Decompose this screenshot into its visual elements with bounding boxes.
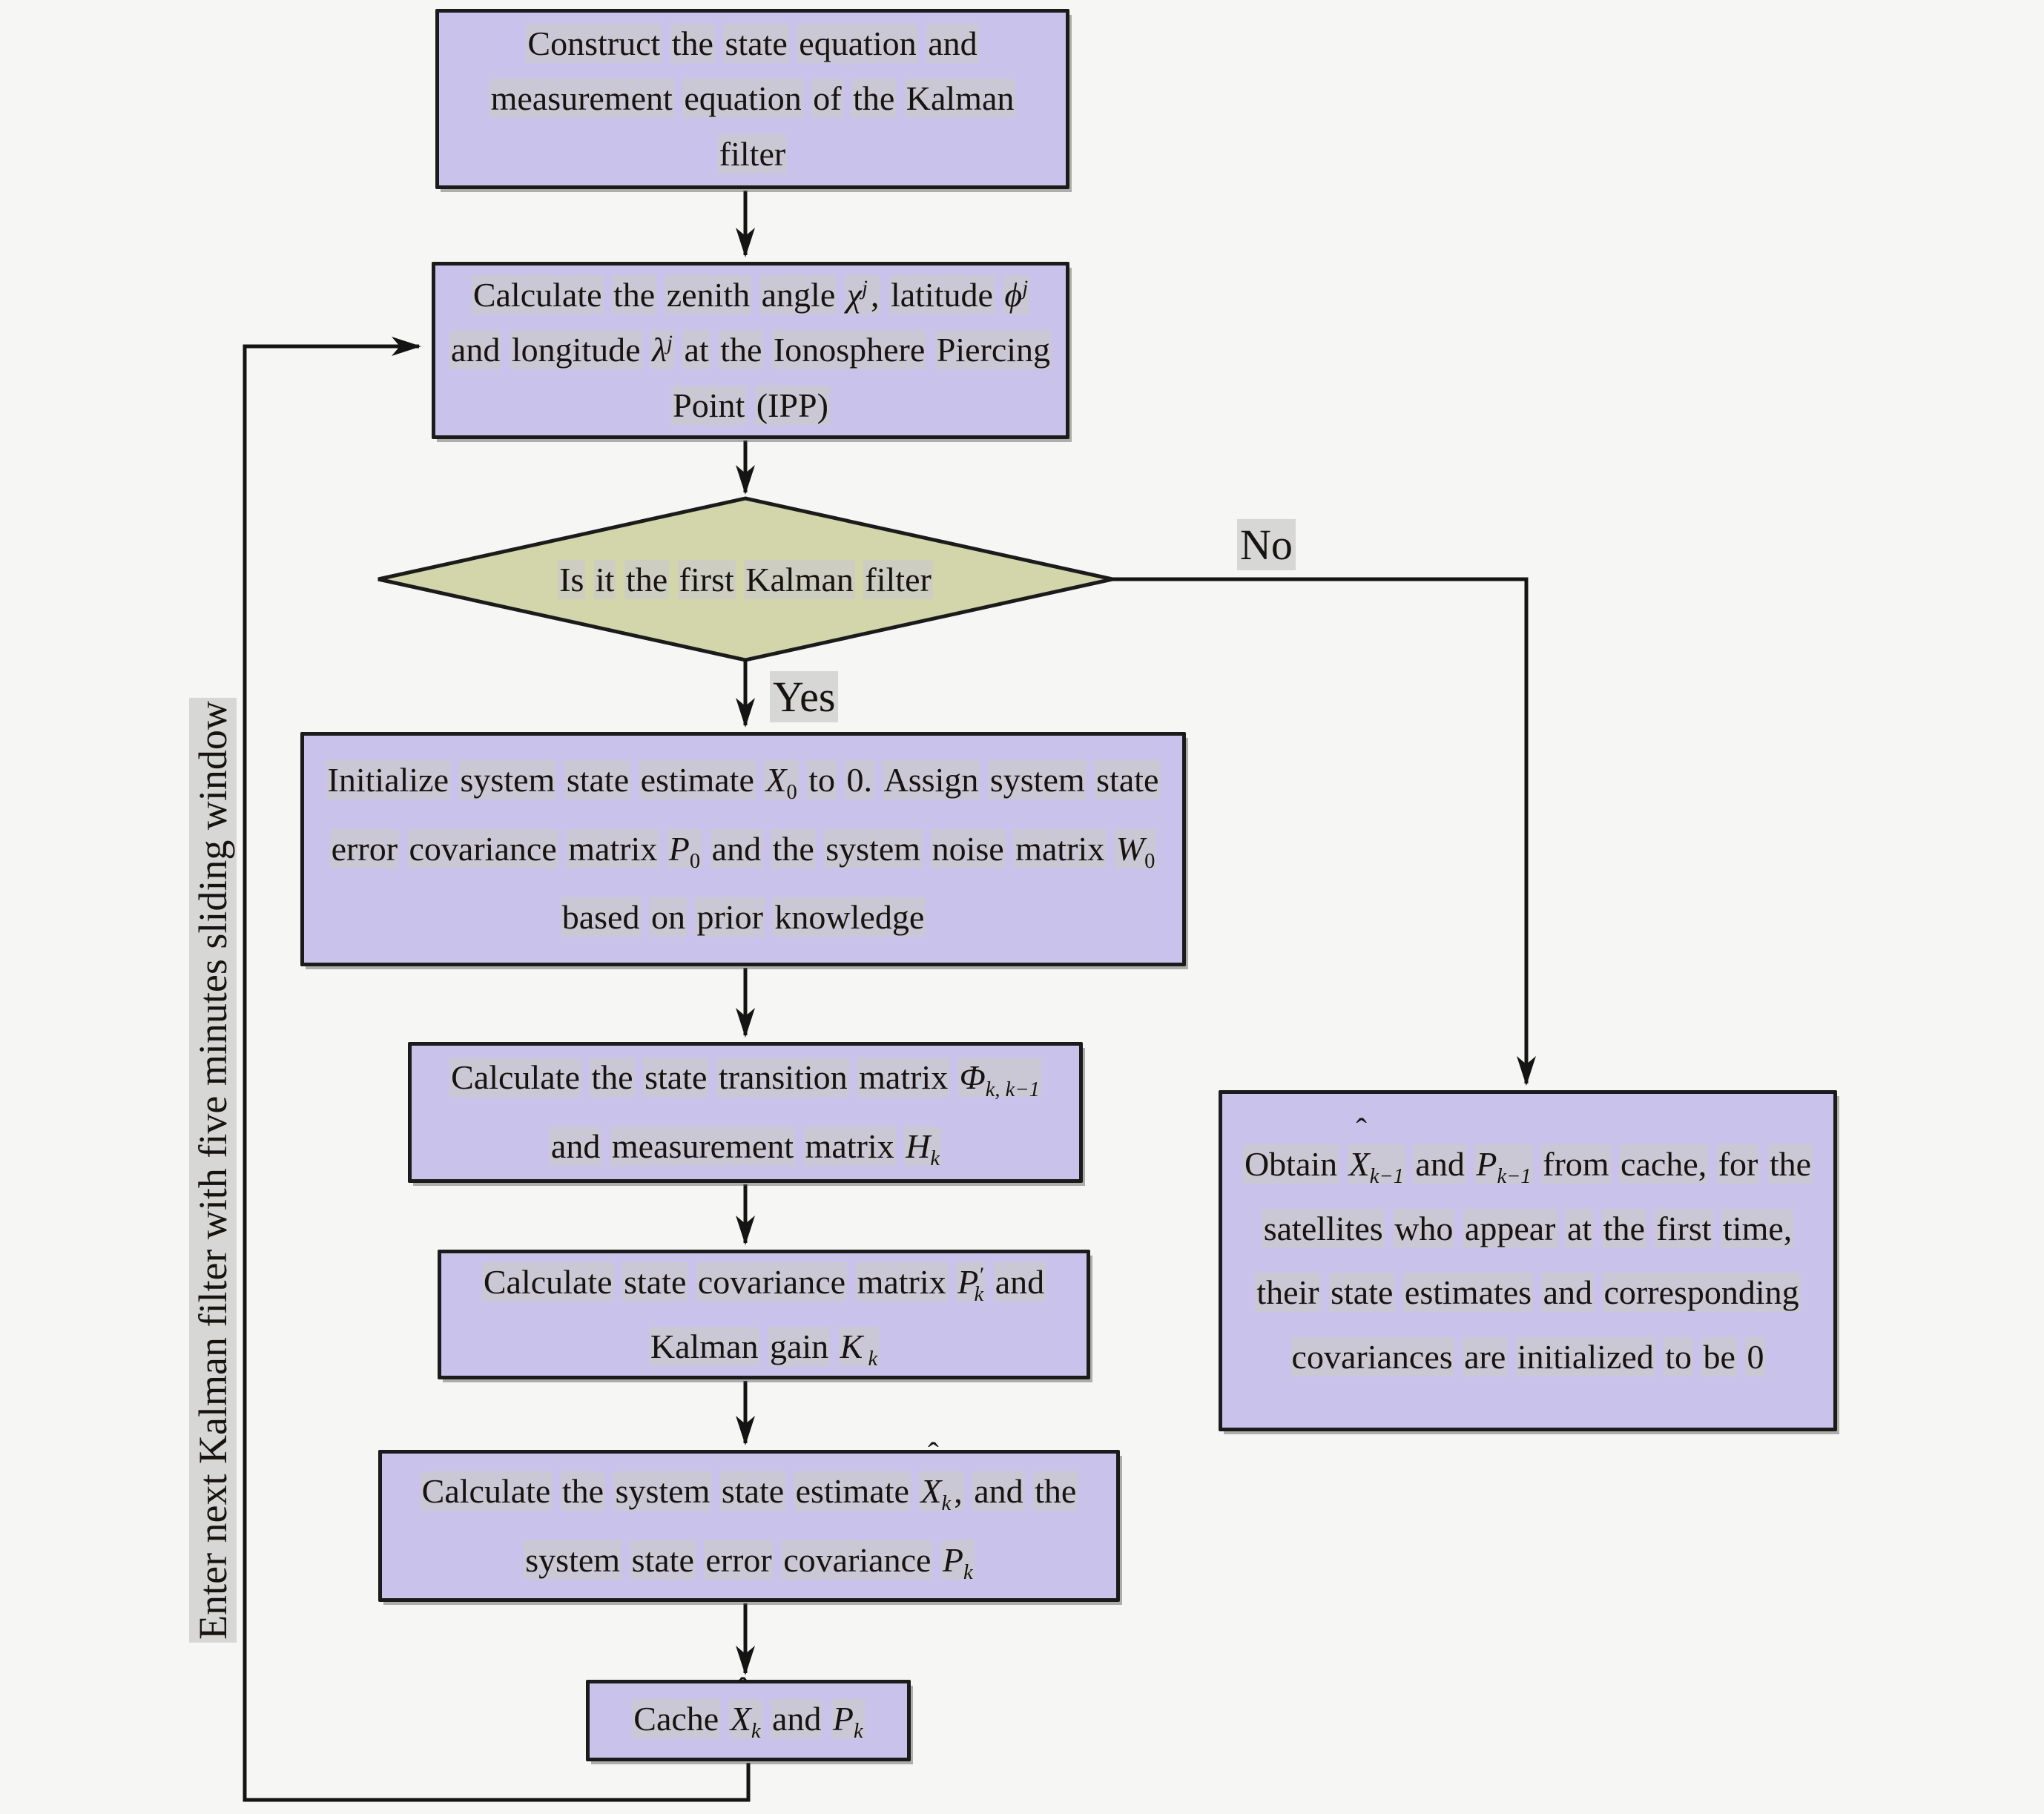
flow-box-transition-matrix: Calculate the state transition matrix Φk… bbox=[408, 1042, 1083, 1183]
flow-box-ipp-angles: Calculate the zenith angle χj, latitude … bbox=[432, 262, 1069, 439]
flow-box-covariance-gain: Calculate state covariance matrix P′k an… bbox=[438, 1250, 1090, 1379]
arrow-decision-no bbox=[1112, 577, 1536, 1086]
decision-diamond-label: Is it the first Kalman filter bbox=[558, 559, 933, 599]
arrow-feedback-loop bbox=[243, 337, 751, 1802]
label-no: No bbox=[1237, 519, 1296, 570]
label-feedback-loop: Enter next Kalman filter with five minut… bbox=[189, 698, 237, 1643]
flow-box-construct-equations: Construct the state equation and measure… bbox=[435, 9, 1069, 189]
flow-box-initialize-state: Initialize system state estimate X0 to 0… bbox=[300, 732, 1186, 966]
label-yes: Yes bbox=[770, 671, 839, 722]
